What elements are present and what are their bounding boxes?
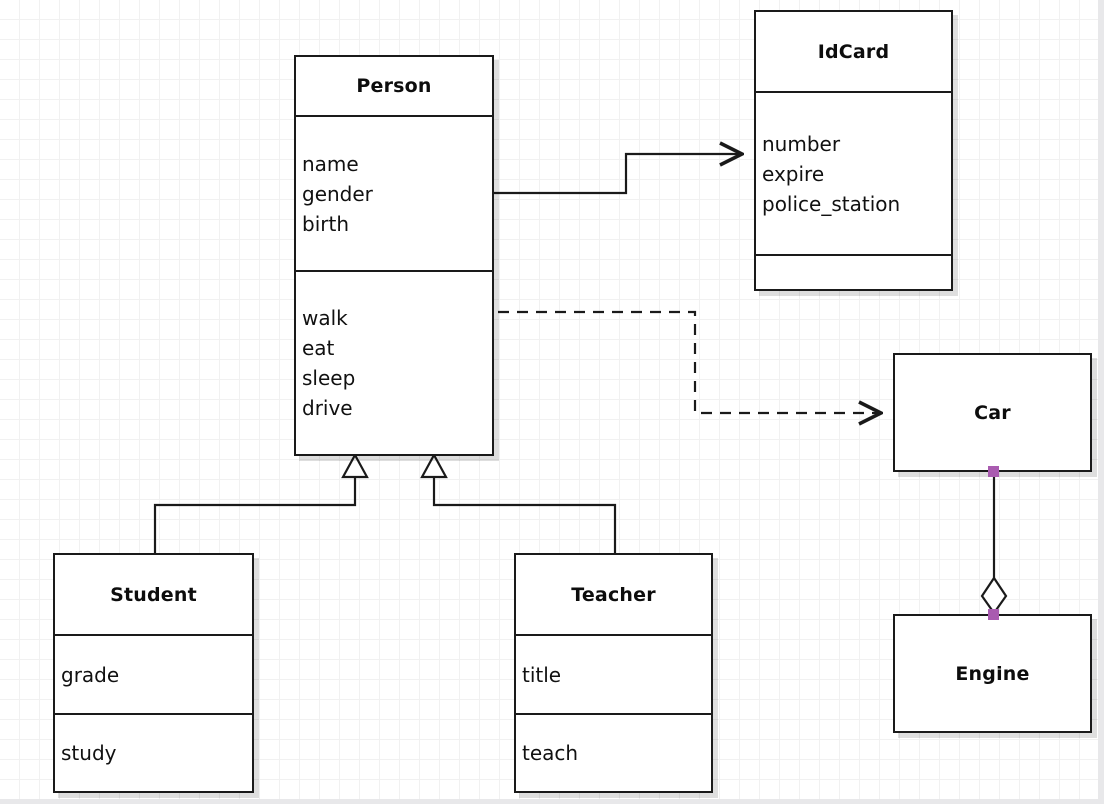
page-edge-right — [1098, 0, 1104, 804]
class-box-person[interactable]: Person name gender birth walk eat sleep … — [294, 55, 494, 456]
hollow-diamond-icon — [980, 576, 1008, 615]
edge-teacher-person[interactable] — [420, 452, 617, 553]
attribute-item: grade — [61, 662, 120, 687]
class-box-teacher[interactable]: Teacher title teach — [514, 553, 713, 793]
hollow-triangle-icon — [420, 452, 448, 479]
attribute-item: police_station — [762, 191, 901, 216]
attribute-item: name — [302, 151, 359, 176]
edge-person-car[interactable] — [498, 310, 881, 413]
class-name-student: Student — [110, 583, 197, 606]
class-attributes-compartment-student: grade — [55, 634, 252, 713]
method-item: walk — [302, 306, 348, 330]
attribute-item: title — [522, 662, 562, 687]
class-methods-compartment-student: study — [55, 713, 252, 791]
class-name-compartment-car: Car — [895, 355, 1090, 470]
edge-student-person[interactable] — [153, 452, 369, 553]
class-name-idcard: IdCard — [817, 40, 890, 63]
class-name-compartment-teacher: Teacher — [516, 555, 711, 634]
hollow-triangle-icon — [341, 452, 369, 479]
selection-handle-target[interactable] — [988, 609, 999, 620]
class-methods-compartment-idcard — [756, 254, 951, 289]
class-attributes-compartment-teacher: title — [516, 634, 711, 713]
class-name-teacher: Teacher — [571, 583, 656, 606]
selection-handle-source[interactable] — [988, 466, 999, 477]
class-name-person: Person — [356, 75, 432, 97]
page-edge-bottom — [0, 799, 1104, 804]
attribute-item: gender — [302, 181, 373, 206]
class-box-engine[interactable]: Engine — [893, 614, 1092, 733]
class-name-compartment-student: Student — [55, 555, 252, 634]
class-box-car[interactable]: Car — [893, 353, 1092, 472]
method-item: teach — [522, 741, 579, 765]
class-name-engine: Engine — [955, 662, 1030, 685]
class-attributes-compartment-idcard: number expire police_station — [756, 91, 951, 254]
edge-person-idcard[interactable] — [494, 154, 742, 195]
class-methods-compartment-teacher: teach — [516, 713, 711, 791]
edge-car-engine[interactable] — [980, 470, 1008, 615]
method-item: drive — [302, 396, 353, 420]
class-box-student[interactable]: Student grade study — [53, 553, 254, 793]
attribute-item: expire — [762, 161, 825, 186]
class-name-compartment-person: Person — [296, 57, 492, 115]
class-box-idcard[interactable]: IdCard number expire police_station — [754, 10, 953, 291]
attribute-item: number — [762, 131, 841, 156]
method-item: eat — [302, 336, 335, 360]
class-attributes-compartment-person: name gender birth — [296, 115, 492, 270]
method-item: sleep — [302, 366, 356, 390]
class-methods-compartment-person: walk eat sleep drive — [296, 270, 492, 454]
method-item: study — [61, 741, 117, 765]
attribute-item: birth — [302, 211, 349, 236]
class-name-compartment-idcard: IdCard — [756, 12, 951, 91]
class-name-compartment-engine: Engine — [895, 616, 1090, 731]
class-name-car: Car — [974, 401, 1011, 424]
